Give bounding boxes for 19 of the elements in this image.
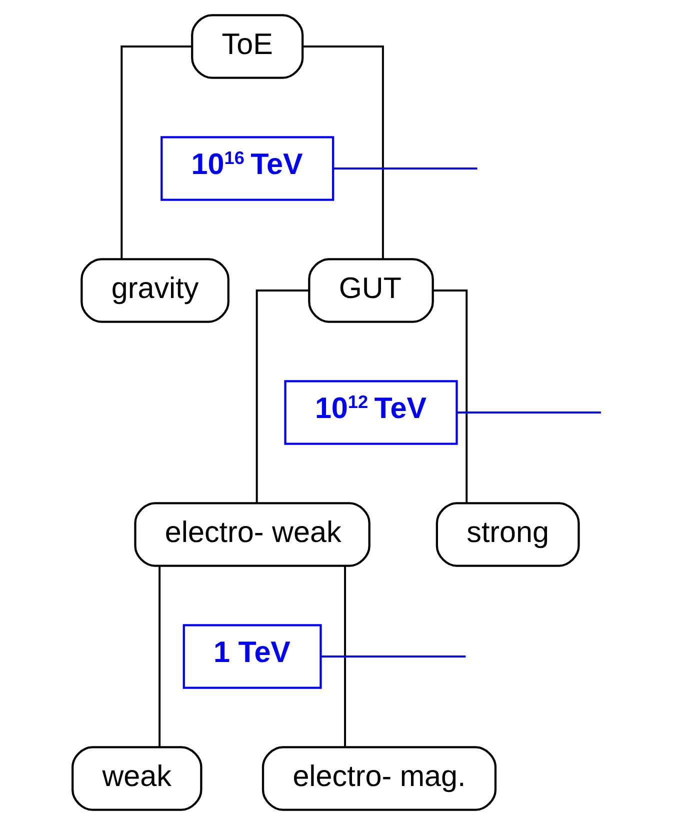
connector [456, 412, 601, 414]
node-box: strong [436, 502, 580, 567]
node-box: electro- mag. [262, 746, 497, 811]
node-box: gravity [80, 258, 230, 323]
connector [321, 656, 466, 658]
connector [433, 290, 468, 504]
node-box: weak [72, 746, 202, 811]
connector [120, 46, 192, 260]
node-box: 1 TeV [182, 624, 322, 689]
connector [303, 46, 384, 260]
connector [344, 566, 346, 746]
node-box: ToE [191, 14, 304, 79]
node-box: GUT [308, 258, 434, 323]
connector [158, 566, 161, 746]
node-box: 10$^{16}$ TeV [160, 136, 334, 201]
connector [256, 290, 309, 504]
node-box: electro- weak [134, 502, 370, 567]
connector [333, 168, 478, 170]
node-box: 10$^{12}$ TeV [284, 380, 458, 445]
